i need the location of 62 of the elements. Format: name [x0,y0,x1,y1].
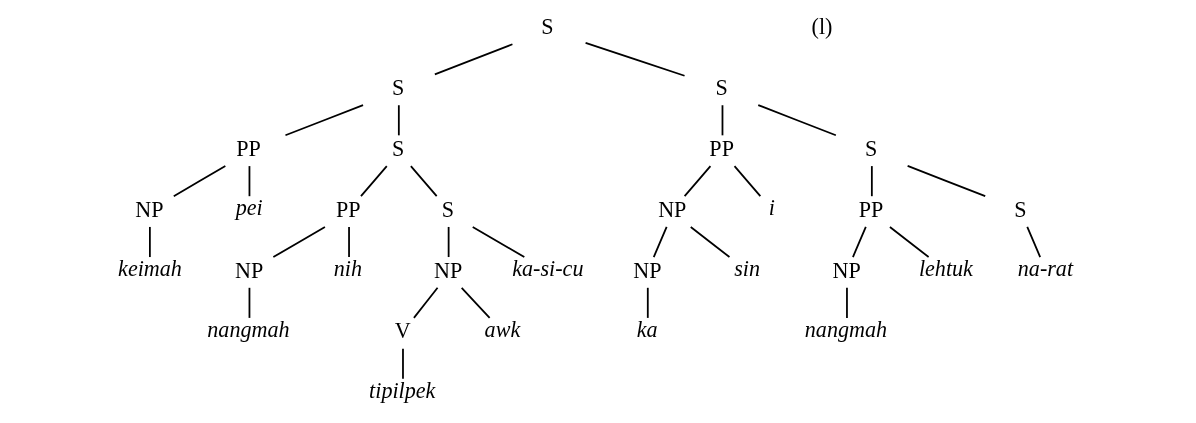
connector [460,286,491,319]
connector [360,165,388,198]
node-text: keimah [118,256,182,282]
connector [906,165,987,197]
connector [402,347,404,380]
node-text: NP [658,196,687,222]
connector [447,226,450,258]
connector [852,226,867,258]
connector [248,286,251,319]
connector [733,165,762,198]
connector [846,286,848,319]
node-text: sin [734,256,761,282]
node-text: S [1014,196,1027,222]
connector [689,226,731,258]
node-text: nangmah [207,317,290,343]
node-text: NP [234,257,264,283]
connector [149,226,151,258]
node-text: i [768,195,775,221]
connector [172,165,227,198]
node-text: ka-si-cu [512,256,584,282]
connector [652,226,668,258]
node-text: tipilpek [369,377,436,403]
connector [413,286,439,319]
connector [348,226,350,258]
node-text: PP [236,135,261,161]
node-text: PP [335,196,361,222]
connector [248,165,251,198]
connector [433,43,514,76]
connector [1026,226,1042,258]
connector [284,104,364,137]
node-text: S [441,196,455,222]
connector [889,226,930,258]
node-text: NP [832,257,861,283]
connector [471,226,526,258]
node-text: ka [636,317,658,343]
connector [757,104,837,137]
connector [584,41,686,77]
node-text: PP [858,196,884,222]
label: (l) [811,14,833,40]
node-text: S [715,75,728,101]
node-text: na-rat [1017,256,1074,282]
node-text: S [391,75,405,101]
node-text: NP [135,196,164,222]
node-text: pei [235,195,263,221]
node-text: lehtuk [918,256,973,282]
connector [397,104,400,137]
node-text: S [391,135,405,161]
connector [272,226,326,258]
node-text: V [394,318,411,344]
node-text: awk [484,317,521,343]
node-text: PP [709,135,734,161]
node-text: NP [434,257,463,283]
connector [683,165,712,198]
node-text: NP [633,257,662,283]
node-text: S [541,14,554,40]
connector [870,165,873,198]
connector [410,165,438,198]
node-text: nih [333,256,363,282]
node-text: nangmah [804,317,888,343]
node-text: S [864,135,878,161]
connector [646,286,649,319]
connector [721,104,724,137]
